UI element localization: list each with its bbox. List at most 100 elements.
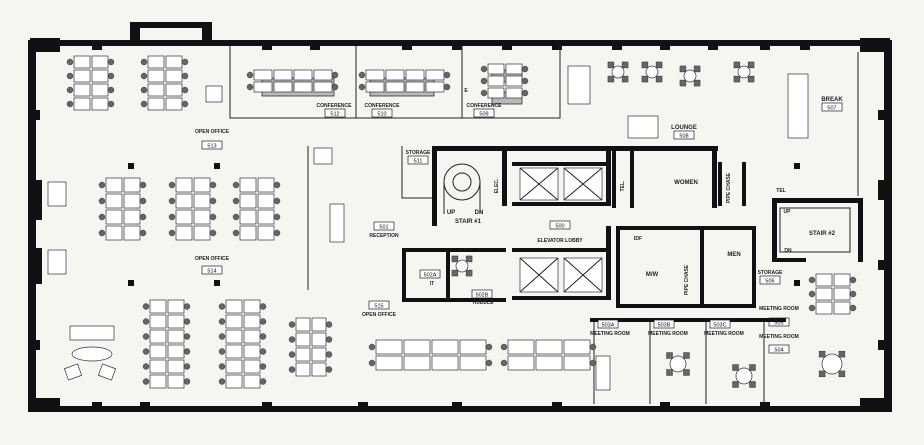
- svg-text:MEETING ROOM: MEETING ROOM: [759, 306, 799, 312]
- chair: [325, 336, 333, 343]
- chair: [808, 290, 816, 298]
- chair: [693, 79, 701, 87]
- workstation-desk: [225, 299, 243, 314]
- svg-text:508: 508: [679, 134, 688, 140]
- workstation-desk: [175, 209, 193, 225]
- chair: [66, 86, 74, 94]
- workstation-desk: [243, 299, 261, 314]
- chair: [183, 348, 191, 355]
- svg-text:TEL: TEL: [776, 188, 785, 194]
- workstation-desk: [167, 299, 185, 314]
- huddle-502b: 502B HUDDLE: [471, 289, 494, 306]
- workstation-desk: [253, 69, 273, 81]
- workstation-desk: [257, 193, 275, 209]
- chair: [679, 65, 687, 73]
- chair: [183, 333, 191, 340]
- chair: [849, 290, 857, 298]
- chair: [368, 359, 376, 367]
- workstation-desk: [193, 225, 211, 241]
- chair: [621, 75, 629, 83]
- chair: [838, 350, 846, 358]
- chair: [142, 333, 150, 340]
- workstation-desk: [123, 225, 141, 241]
- workstation-desk: [403, 355, 431, 371]
- round-table: [455, 259, 469, 273]
- svg-text:IDF: IDF: [634, 236, 642, 242]
- chair: [368, 343, 376, 351]
- workstation-desk: [149, 329, 167, 344]
- workstation-desk: [105, 225, 123, 241]
- chair: [693, 65, 701, 73]
- svg-text:LOUNGE: LOUNGE: [671, 125, 697, 131]
- svg-text:CONFERENCE: CONFERENCE: [316, 103, 352, 109]
- svg-text:ELEVATOR LOBBY: ELEVATOR LOBBY: [537, 238, 583, 244]
- workstation-desk: [73, 97, 91, 111]
- chair: [288, 351, 296, 358]
- workstation-desk: [105, 209, 123, 225]
- workstation-desk: [459, 355, 487, 371]
- workstation-desk: [165, 83, 183, 97]
- chair: [218, 363, 226, 370]
- open-office-513: OPEN OFFICE 513: [195, 129, 230, 150]
- chair: [451, 269, 459, 277]
- chair: [273, 229, 281, 237]
- svg-text:509: 509: [479, 112, 488, 118]
- workstation-desk: [563, 339, 591, 355]
- workstation-desk: [403, 339, 431, 355]
- chair: [589, 343, 597, 351]
- chair: [288, 366, 296, 373]
- chair: [683, 352, 690, 359]
- chair: [607, 75, 615, 83]
- workstation-desk: [253, 81, 273, 93]
- round-table: [737, 65, 751, 79]
- chair: [818, 350, 826, 358]
- workstation-desk: [815, 301, 833, 315]
- workstation-desk: [73, 83, 91, 97]
- chair: [849, 276, 857, 284]
- chair: [521, 77, 529, 85]
- chair: [259, 318, 267, 325]
- chair: [183, 303, 191, 310]
- workstation-desk: [431, 339, 459, 355]
- svg-text:STAIR #2: STAIR #2: [809, 231, 836, 237]
- workstation-desk: [225, 314, 243, 329]
- svg-text:DN: DN: [475, 210, 484, 216]
- chair: [246, 71, 254, 79]
- workstation-desk: [385, 69, 405, 81]
- core-labels: ELEC. TEL. WOMEN MEN M/W PIPE CHASE PIPE…: [447, 172, 836, 295]
- chair: [218, 318, 226, 325]
- workstation-desk: [365, 81, 385, 93]
- workstation-desk: [91, 69, 109, 83]
- chair: [168, 213, 176, 221]
- chair: [66, 72, 74, 80]
- workstation-desk: [311, 347, 327, 362]
- svg-text:500: 500: [555, 224, 564, 230]
- chair: [107, 86, 115, 94]
- chair: [485, 359, 493, 367]
- workstation-desk: [507, 339, 535, 355]
- workstation-desk: [91, 55, 109, 69]
- workstation-desk: [239, 225, 257, 241]
- svg-text:503C: 503C: [713, 323, 726, 329]
- workstation-desk: [507, 355, 535, 371]
- workstation-desk: [193, 209, 211, 225]
- svg-text:514: 514: [207, 269, 216, 275]
- chair: [209, 181, 217, 189]
- workstation-desk: [167, 374, 185, 389]
- workstation-desk: [431, 355, 459, 371]
- conference-509-label: CONFERENCE 509: [466, 103, 502, 118]
- svg-text:515: 515: [374, 304, 383, 310]
- workstation-desk: [313, 69, 333, 81]
- workstation-desk: [295, 317, 311, 332]
- chair: [209, 213, 217, 221]
- workstation-desk: [505, 63, 523, 75]
- svg-text:510: 510: [377, 112, 386, 118]
- workstation-desk: [73, 69, 91, 83]
- chair: [358, 83, 366, 91]
- chair: [641, 61, 649, 69]
- workstation-desk: [487, 87, 505, 99]
- svg-text:BREAK: BREAK: [821, 97, 843, 103]
- workstation-desk: [149, 299, 167, 314]
- workstation-desk: [149, 314, 167, 329]
- chair: [107, 72, 115, 80]
